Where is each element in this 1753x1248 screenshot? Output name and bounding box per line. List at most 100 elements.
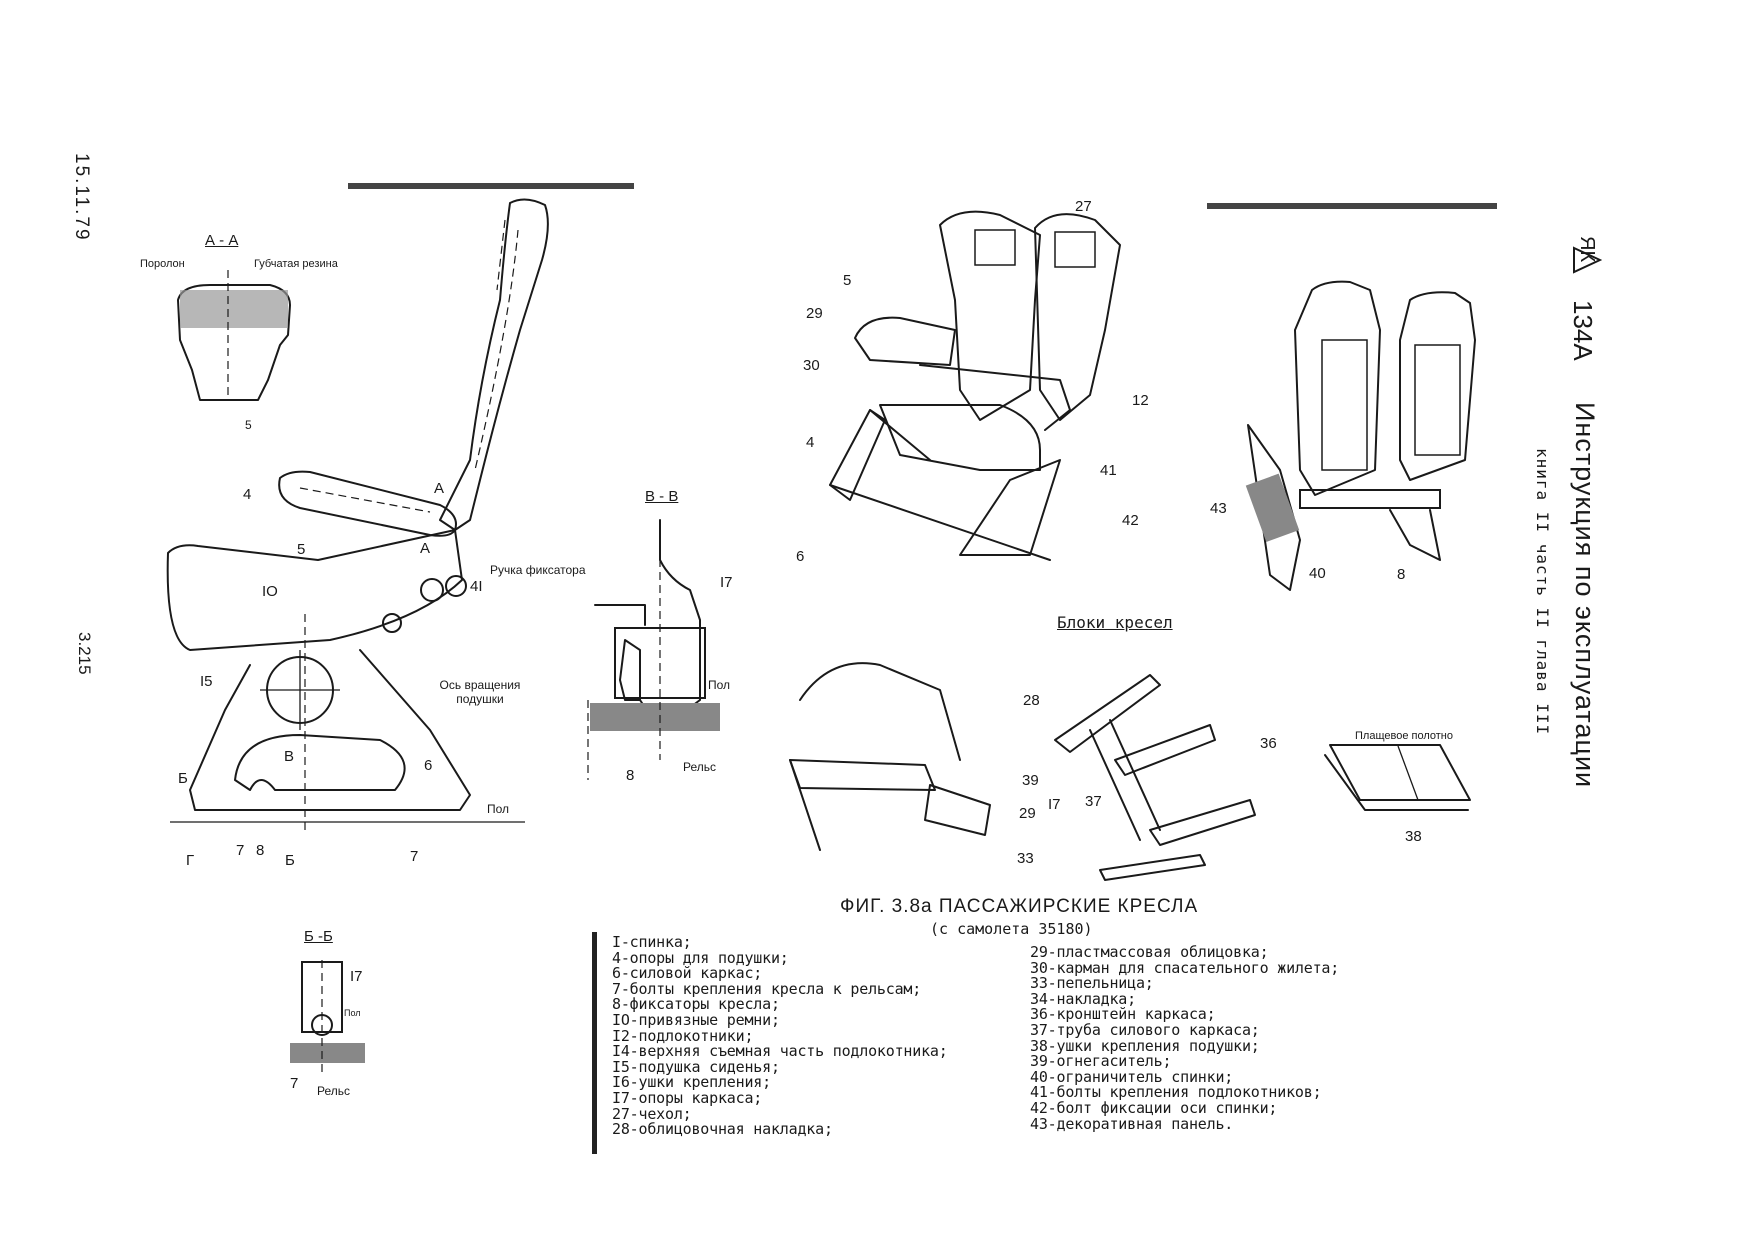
num-detail-38: 38 [1405, 828, 1422, 845]
num-block-30: 30 [803, 357, 820, 374]
legend-item: 42-болт фиксации оси спинки; [1030, 1098, 1278, 1117]
num-side-8: 8 [256, 842, 265, 859]
seat-block-front [829, 210, 1121, 561]
section-mark-g: Г [186, 852, 195, 869]
section-aa-drawing [177, 270, 291, 401]
legend-item: 4-опоры для подушки; [612, 948, 789, 967]
section-aa-title: А - А [205, 232, 239, 249]
num-side-41: 4I [470, 578, 483, 595]
num-rear-8: 8 [1397, 566, 1406, 583]
num-block-41: 41 [1100, 462, 1117, 479]
num-side-6: 6 [424, 757, 433, 774]
figure-subtitle: (с самолета 35180) [930, 920, 1093, 938]
section-vv-title: В - В [645, 488, 679, 505]
num-side-5: 5 [297, 541, 306, 558]
num-detail-17: I7 [1048, 796, 1061, 813]
num-rear-43: 43 [1210, 500, 1227, 517]
legend-item: IO-привязные ремни; [612, 1010, 780, 1029]
num-bb-7: 7 [290, 1075, 299, 1092]
legend-item: 38-ушки крепления подушки; [1030, 1036, 1260, 1055]
figure-title: ФИГ. 3.8а ПАССАЖИРСКИЕ КРЕСЛА [840, 896, 1199, 917]
legend-item: 36-кронштейн каркаса; [1030, 1005, 1216, 1024]
num-side-7b: 7 [410, 848, 419, 865]
aa-label-foam: Поролон [140, 258, 185, 270]
aa-label-rubber: Губчатая резина [254, 258, 338, 270]
num-detail-28: 28 [1023, 692, 1040, 709]
logo-text: ЯК [1576, 236, 1598, 263]
legend-item: I-спинка; [612, 933, 692, 951]
legend-item: 8-фиксаторы кресла; [612, 995, 780, 1014]
tarp-frame-drawing [1324, 744, 1471, 811]
callout-handle: Ручка фиксатора [490, 563, 586, 577]
armrest-detail-drawing [789, 662, 991, 851]
num-block-4: 4 [806, 434, 815, 451]
section-mark-a2: А [420, 540, 431, 557]
legend-item: 39-огнегаситель; [1030, 1052, 1172, 1071]
num-block-29: 29 [806, 305, 823, 322]
legend-item: 43-декоративная панель. [1030, 1114, 1234, 1133]
section-vv-drawing [587, 519, 720, 780]
legend-right: 29-пластмассовая облицовка; 30-карман дл… [1030, 943, 1340, 1133]
section-bb-title: Б -Б [304, 928, 333, 945]
num-block-12: 12 [1132, 392, 1149, 409]
blocks-label: Блоки кресел [1057, 613, 1173, 632]
callout-rail-vv: Рельс [683, 760, 717, 774]
legend-item: I2-подлокотники; [612, 1026, 754, 1045]
legend-item: 6-силовой каркас; [612, 964, 763, 983]
seat-block-rear [1245, 280, 1476, 591]
section-bb-drawing [290, 960, 365, 1075]
num-bb-17: I7 [350, 968, 363, 985]
section-mark-b2: Б [285, 852, 295, 869]
legend-item: 7-болты крепления кресла к рельсам; [612, 979, 922, 998]
section-mark-b1: Б [178, 770, 188, 787]
page-number: 3.215 [75, 632, 94, 675]
callout-pivot-axis: Ось вращения подушки [439, 678, 521, 706]
section-mark-a1: А [434, 480, 445, 497]
top-rule-left [348, 183, 634, 189]
num-detail-36: 36 [1260, 735, 1277, 752]
legend-item: I5-подушка сиденья; [612, 1057, 780, 1076]
legend-item: 30-карман для спасательного жилета; [1030, 958, 1340, 977]
tarp-label: Плащевое полотно [1355, 730, 1453, 742]
aircraft-model: 134А [1568, 300, 1598, 361]
book-info: книга II часть II глава III [1533, 448, 1552, 736]
legend-item: 34-накладка; [1030, 989, 1136, 1008]
num-side-7a: 7 [236, 842, 245, 859]
manual-title: Инструкция по эксплуатации [1570, 402, 1600, 789]
aa-part-number: 5 [245, 418, 252, 432]
num-side-4: 4 [243, 486, 252, 503]
legend-bar [592, 932, 597, 1154]
legend-item: I6-ушки крепления; [612, 1073, 771, 1092]
legend-item: 40-ограничитель спинки; [1030, 1067, 1234, 1086]
num-detail-33: 33 [1017, 850, 1034, 867]
top-rule-right [1207, 203, 1497, 209]
legend-item: 28-облицовочная накладка; [612, 1120, 833, 1139]
callout-rail-bb: Рельс [317, 1084, 351, 1098]
num-block-27: 27 [1075, 198, 1092, 215]
legend-item: 37-труба силового каркаса; [1030, 1020, 1260, 1039]
num-detail-29: 29 [1019, 805, 1036, 822]
callout-floor-bb: Пол [344, 1008, 361, 1018]
num-side-10: IO [262, 583, 278, 600]
callout-floor: Пол [487, 802, 510, 816]
date-stamp: 15.11.79 [71, 153, 92, 242]
legend-item: I4-верхняя съемная часть подлокотника; [612, 1042, 948, 1061]
num-detail-39: 39 [1022, 772, 1039, 789]
section-mark-v: В [284, 748, 295, 765]
legend-item: I7-опоры каркаса; [612, 1088, 763, 1107]
legend-item: 29-пластмассовая облицовка; [1030, 943, 1269, 961]
num-block-5: 5 [843, 272, 852, 289]
legend-item: 41-болты крепления подлокотников; [1030, 1083, 1322, 1102]
num-vv-8: 8 [626, 767, 635, 784]
num-vv-17: I7 [720, 574, 733, 591]
legend-item: 27-чехол; [612, 1104, 692, 1123]
num-side-15: I5 [200, 673, 213, 690]
legend-item: 33-пепельница; [1030, 974, 1154, 993]
num-block-6: 6 [796, 548, 805, 565]
side-view-seat [166, 198, 549, 830]
legend-left: I-спинка; 4-опоры для подушки; 6-силовой… [612, 933, 948, 1139]
callout-floor-vv: Пол [708, 678, 731, 692]
num-block-42: 42 [1122, 512, 1139, 529]
num-rear-40: 40 [1309, 565, 1326, 582]
